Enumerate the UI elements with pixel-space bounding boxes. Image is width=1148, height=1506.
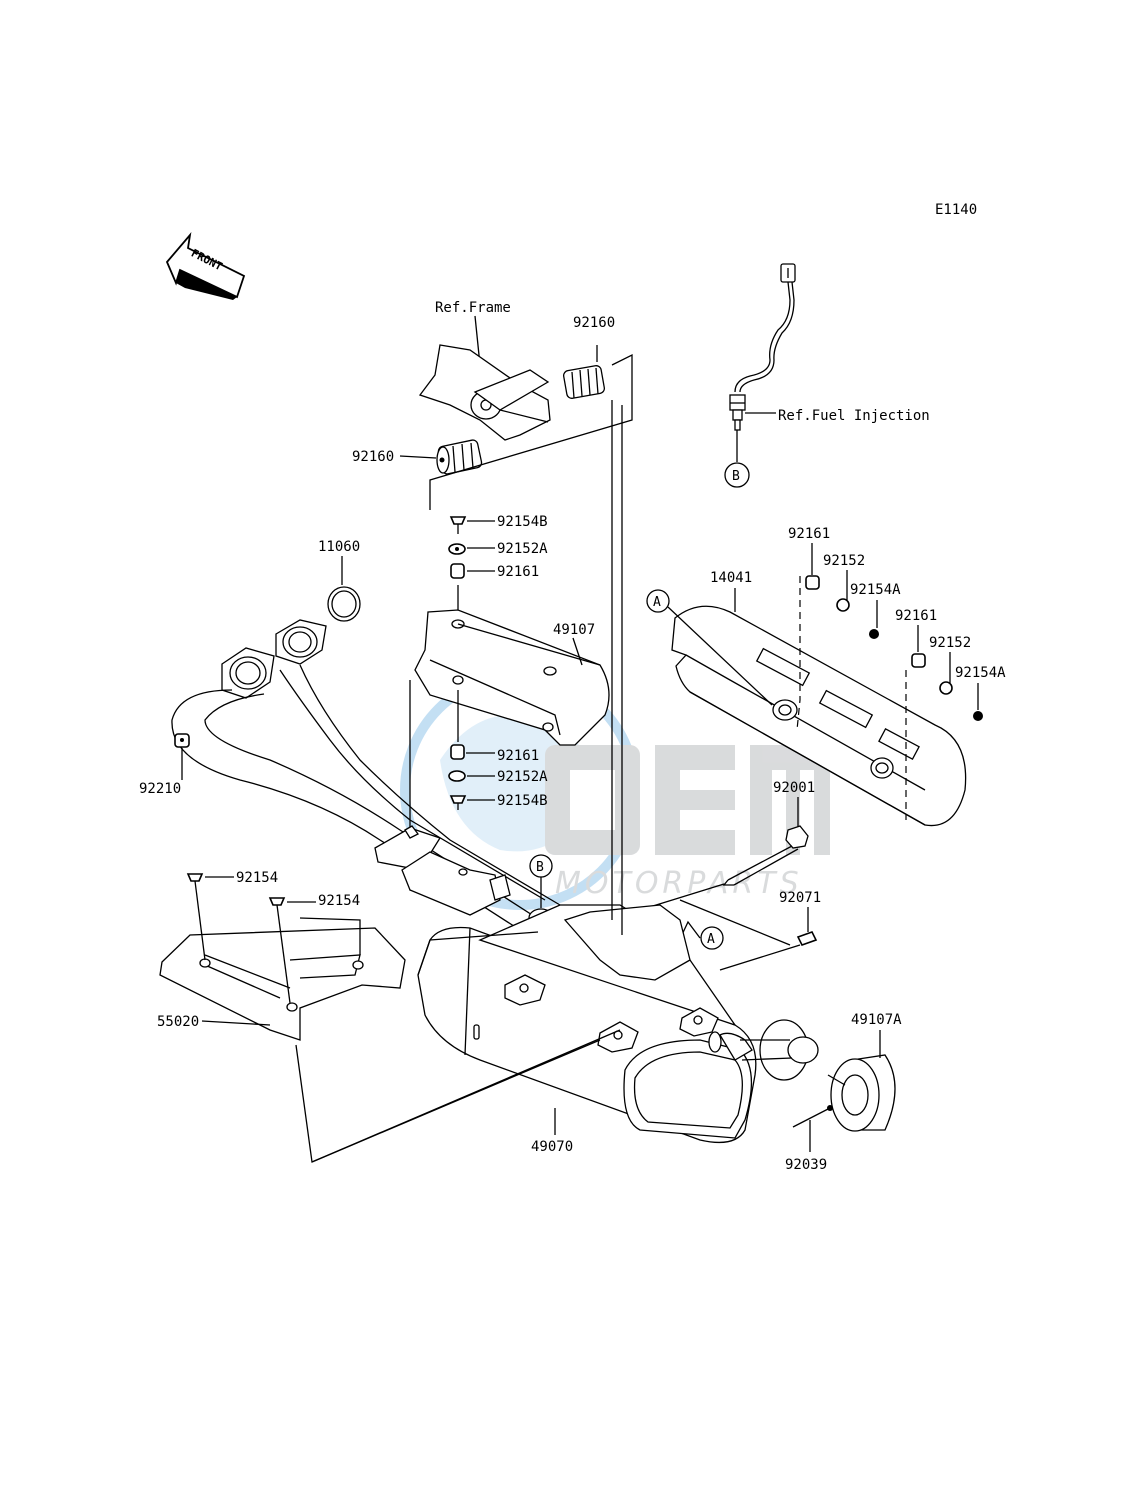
part-92001: 92001 xyxy=(773,780,815,796)
watermark-sub: MOTORPARTS xyxy=(555,866,803,901)
bolt-92154-b xyxy=(268,897,316,1004)
marker-b-top: B xyxy=(724,462,750,488)
part-11060: 11060 xyxy=(318,539,360,555)
diagram-code: E1140 xyxy=(935,202,977,218)
part-49107: 49107 xyxy=(553,622,595,638)
muffler-49070 xyxy=(417,904,757,1144)
bushing-92160-left xyxy=(399,439,483,475)
part-92039: 92039 xyxy=(785,1157,827,1173)
front-arrow-icon: FRONT xyxy=(165,232,246,300)
end-cap xyxy=(740,1019,819,1081)
bushing-92160-top xyxy=(562,345,606,399)
watermark-logo: MOTORPARTS xyxy=(400,670,830,910)
exhaust-header-pipes xyxy=(171,586,561,931)
part-92210: 92210 xyxy=(139,781,181,797)
part-55020: 55020 xyxy=(157,1014,199,1030)
part-49107A: 49107A xyxy=(851,1012,902,1028)
oxygen-sensor xyxy=(729,263,796,462)
part-92152A-top: 92152A xyxy=(497,541,548,557)
bolt-92154A-r2 xyxy=(973,711,983,721)
bolt-92154-a xyxy=(186,873,234,961)
marker-a-muffler: A xyxy=(700,926,724,950)
svg-text:B: B xyxy=(536,860,544,875)
part-92152-r1: 92152 xyxy=(823,553,865,569)
washer-92152-r2 xyxy=(939,681,953,695)
part-49070: 49070 xyxy=(531,1139,573,1155)
part-92161-top: 92161 xyxy=(497,564,539,580)
marker-a-shield: A xyxy=(646,589,670,613)
part-92154B-mid: 92154B xyxy=(497,793,548,809)
marker-b-muffler: B xyxy=(529,854,553,878)
frame-bracket-part xyxy=(418,315,551,441)
nut-92210 xyxy=(174,733,190,780)
bolt-92154B-top xyxy=(449,516,495,534)
part-92161-r1: 92161 xyxy=(788,526,830,542)
part-92154-a: 92154 xyxy=(236,870,278,886)
svg-text:A: A xyxy=(653,595,661,610)
heat-shield-49107 xyxy=(414,609,610,746)
ref-frame-label: Ref.Frame xyxy=(435,300,511,316)
washer-92152A-top xyxy=(448,543,495,555)
silencer-49107A xyxy=(830,1054,896,1132)
bolt-92001 xyxy=(639,825,809,911)
part-92152A-mid: 92152A xyxy=(497,769,548,785)
part-92161-r2: 92161 xyxy=(895,608,937,624)
ref-fuel-injection-label: Ref.Fuel Injection xyxy=(778,408,930,424)
bolt-92154B-mid xyxy=(449,795,495,810)
part-92160-top: 92160 xyxy=(573,315,615,331)
bolt-92154A-r1 xyxy=(869,629,879,639)
heat-shield-14041 xyxy=(671,605,967,827)
part-92154A-r2: 92154A xyxy=(955,665,1006,681)
part-92161-mid: 92161 xyxy=(497,748,539,764)
part-92152-r2: 92152 xyxy=(929,635,971,651)
part-92160-left: 92160 xyxy=(352,449,394,465)
part-14041: 14041 xyxy=(710,570,752,586)
part-92154-b: 92154 xyxy=(318,893,360,909)
screw-92039 xyxy=(792,1105,833,1152)
nut-92071 xyxy=(796,931,818,946)
grommet-92161-r1 xyxy=(805,575,820,590)
svg-text:B: B xyxy=(732,469,740,484)
part-92154A-r1: 92154A xyxy=(850,582,901,598)
part-92154B-top: 92154B xyxy=(497,514,548,530)
washer-92152-r1 xyxy=(836,598,850,612)
washer-92152A-mid xyxy=(448,770,495,782)
grommet-92161-top xyxy=(450,563,495,579)
part-92071: 92071 xyxy=(779,890,821,906)
grommet-92161-mid xyxy=(450,744,495,760)
grommet-92161-r2 xyxy=(911,653,926,668)
svg-text:A: A xyxy=(707,932,715,947)
